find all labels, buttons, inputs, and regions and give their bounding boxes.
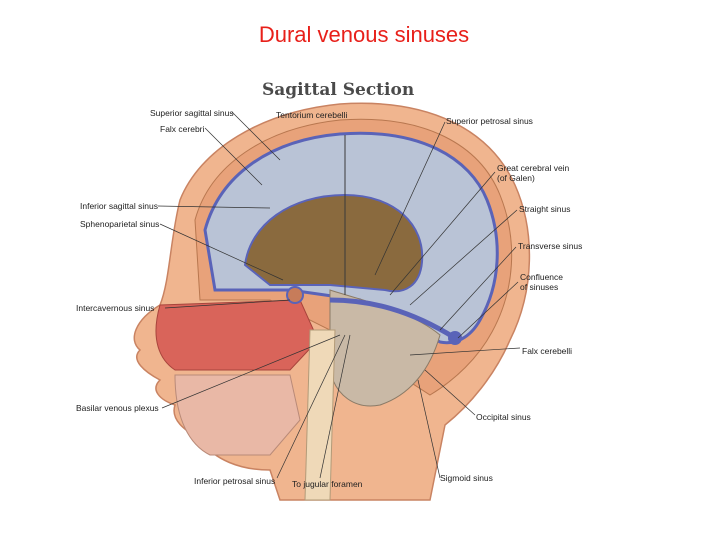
label-superior-petrosal-sinus: Superior petrosal sinus (446, 116, 533, 126)
label-occipital-sinus: Occipital sinus (476, 412, 531, 422)
confluence-mark (448, 331, 462, 345)
label-inferior-sagittal-sinus: Inferior sagittal sinus (80, 201, 158, 211)
label-straight-sinus: Straight sinus (519, 204, 571, 214)
label-great-cerebral-vein: Great cerebral vein (497, 163, 570, 173)
leader-lines-right (374, 121, 521, 479)
label-sphenoparietal-sinus: Sphenoparietal sinus (80, 219, 160, 229)
label-great-cerebral-vein-galen: (of Galen) (497, 173, 535, 183)
section-title: Sagittal Section (262, 80, 415, 100)
label-falx-cerebelli: Falx cerebelli (522, 346, 573, 356)
label-falx-cerebri: Falx cerebri (160, 124, 205, 134)
cervical-spine (304, 329, 336, 501)
leader-lines-left (157, 111, 351, 479)
slide-title: Dural venous sinuses (258, 22, 470, 47)
label-to-jugular-foramen: To jugular foramen (292, 479, 363, 489)
label-of-sinuses: of sinuses (520, 282, 559, 292)
cavernous-mark (286, 286, 304, 304)
label-sigmoid-sinus: Sigmoid sinus (440, 473, 493, 483)
label-intercavernous-sinus: Intercavernous sinus (76, 303, 155, 313)
label-tentorium-cerebelli: Tentorium cerebelli (276, 110, 348, 120)
label-inferior-petrosal-sinus: Inferior petrosal sinus (194, 476, 276, 486)
nasal-cavity (155, 299, 319, 371)
label-transverse-sinus: Transverse sinus (518, 241, 583, 251)
falx-cavity (243, 193, 424, 293)
label-basilar-venous-plexus: Basilar venous plexus (76, 403, 159, 413)
label-confluence: Confluence (520, 272, 564, 282)
oral-region (174, 374, 301, 456)
label-superior-sagittal-sinus: Superior sagittal sinus (150, 108, 234, 118)
